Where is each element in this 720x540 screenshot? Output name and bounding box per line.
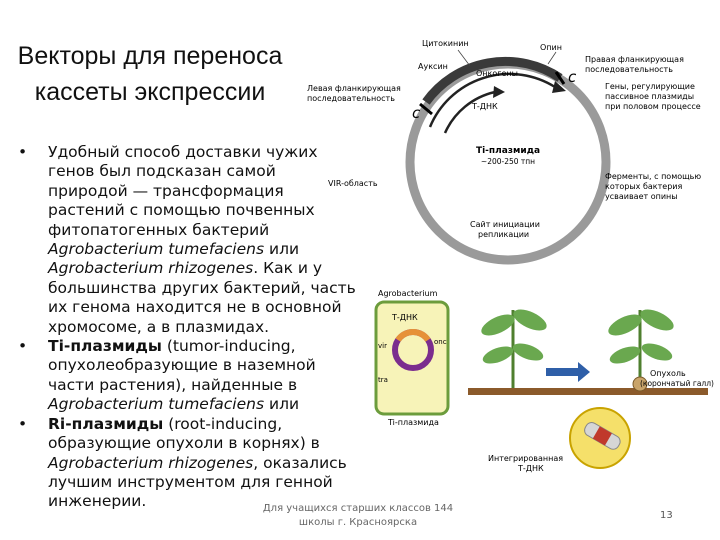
- tick-left: [419, 102, 433, 116]
- bullet-1: • Удобный способ доставки чужих генов бы…: [14, 143, 364, 337]
- label-right-flank-2: последовательность: [585, 65, 673, 74]
- bullet-1-line: их генома находится не в основной: [48, 298, 342, 317]
- label-enzymes-2: которых бактерия: [605, 182, 682, 191]
- bullet-1-line: генов был подсказан самой: [48, 162, 276, 181]
- label-ti-size: ~200-250 тпн: [481, 157, 535, 166]
- right-border-c: c: [568, 68, 577, 86]
- arc-arrow-outer: [428, 72, 556, 128]
- label-integrated-2: Т-ДНК: [517, 464, 544, 473]
- bullet-2-line: опухолеобразующие в наземной: [48, 356, 316, 375]
- tdna-segment: [395, 329, 431, 342]
- label-agrobacterium: Agrobacterium: [378, 289, 438, 298]
- label-tumor-2: (корончатый галл): [640, 379, 714, 388]
- bullet-3-line: Agrobacterium rhizogenes, оказались: [48, 453, 347, 472]
- label-cell-vir: vir: [378, 342, 387, 350]
- left-border-c: c: [412, 104, 421, 122]
- bullet-3: • Ri-плазмиды (root-inducing, образующие…: [14, 415, 364, 512]
- plant-1-leaf: [512, 343, 544, 361]
- soil-line: [468, 388, 708, 395]
- label-ti-name: Ti-плазмида: [476, 146, 540, 156]
- label-cell-tra: tra: [378, 376, 388, 384]
- bullet-2-line: части растения), найденные в: [48, 375, 298, 394]
- plant-2-leaf: [640, 309, 674, 331]
- bullet-2-line: Ti-плазмиды (tumor-inducing,: [48, 337, 296, 356]
- arc-arrow-inner-head: [493, 86, 505, 98]
- slide-title: Векторы для переноса кассеты экспрессии: [0, 38, 300, 110]
- bullet-3-line: лучшим инструментом для генной: [48, 472, 333, 491]
- bullet-1-line: большинства других бактерий, часть: [48, 278, 356, 297]
- ti-plasmid-diagram: c c Цитокинин Опин Ауксин Онкогены Права…: [307, 39, 701, 265]
- bullet-1-line: растений с помощью почвенных: [48, 201, 315, 220]
- species-name: Agrobacterium rhizogenes: [48, 259, 254, 278]
- label-cell-tdna: Т-ДНК: [391, 313, 418, 322]
- bullet-1-species-line: Agrobacterium rhizogenes. Как и у: [48, 259, 323, 278]
- integrated-tdna-segment: [592, 426, 612, 446]
- transfer-arrow: [546, 362, 590, 382]
- leader-opin: [547, 51, 557, 65]
- term-ti-plasmids: Ti-плазмиды: [48, 337, 162, 356]
- species-name: Agrobacterium tumefaciens: [48, 395, 265, 414]
- bullet-1-line: фитопатогенных бактерий: [48, 220, 270, 239]
- plant-2-leaf: [609, 346, 641, 364]
- label-vir: VIR-область: [328, 179, 378, 188]
- bullet-1-line: природой — трансформация: [48, 181, 284, 200]
- species-name: Agrobacterium rhizogenes: [48, 453, 254, 472]
- bullet-dot: •: [18, 414, 28, 433]
- plant-1-leaf: [481, 314, 515, 336]
- page-number: 13: [660, 510, 673, 521]
- label-genes-reg-1: Гены, регулирующие: [605, 82, 695, 91]
- plant-1-leaf: [482, 346, 514, 364]
- label-ori-2: репликации: [478, 230, 529, 239]
- footer-line-1: Для учащихся старших классов 144: [262, 503, 454, 514]
- label-cell-ti: Ti-плазмида: [387, 418, 439, 427]
- bullet-dot: •: [18, 337, 28, 356]
- plant-2-leaf: [641, 343, 673, 361]
- label-cell-onc: onc: [434, 338, 447, 346]
- bullet-2-line: Agrobacterium tumefaciens или: [48, 395, 300, 414]
- leader-cytokinin: [457, 49, 471, 67]
- bullet-2: • Ti-плазмиды (tumor-inducing, опухолеоб…: [14, 337, 364, 415]
- label-genes-reg-2: пассивное плазмиды: [605, 92, 694, 101]
- slide-footer: Для учащихся старших классов 144 школы г…: [258, 502, 458, 530]
- plant-2-leaf: [608, 314, 642, 336]
- label-enzymes-1: Ферменты, с помощью: [605, 172, 701, 181]
- label-ori-1: Сайт инициации: [470, 220, 540, 229]
- plant-1-leaf: [513, 309, 547, 331]
- bacterium-cell: [374, 300, 450, 416]
- label-opin: Опин: [540, 43, 562, 52]
- bullet-dot: •: [18, 143, 28, 161]
- arc-arrow-outer-head: [552, 81, 566, 93]
- bullet-1-species-line: Agrobacterium tumefaciens или: [48, 240, 300, 259]
- term-ri-plasmids: Ri-плазмиды: [48, 414, 164, 433]
- species-name: Agrobacterium tumefaciens: [48, 240, 265, 259]
- label-cytokinin: Цитокинин: [422, 39, 469, 48]
- label-tdna: Т-ДНК: [471, 102, 498, 111]
- label-right-flank-1: Правая фланкирующая: [585, 55, 684, 64]
- label-tumor-1: Опухоль: [650, 369, 686, 378]
- label-oncogenes: Онкогены: [476, 69, 518, 78]
- bullet-3-line: инженерии.: [48, 492, 147, 511]
- label-auxin: Ауксин: [418, 62, 448, 71]
- tumor-gall: [632, 376, 648, 392]
- infection-diagram: Agrobacterium Т-ДНК vir onc tra Ti-плазм…: [374, 289, 714, 473]
- title-line-2: кассеты экспрессии: [34, 78, 266, 106]
- label-enzymes-3: усваивает опины: [605, 192, 678, 201]
- tdna-arc: [422, 56, 563, 105]
- footer-line-2: школы г. Красноярска: [298, 517, 418, 528]
- bullet-3-line: образующие опухоли в корнях) в: [48, 434, 320, 453]
- tick-right: [554, 71, 566, 85]
- bullet-3-line: Ri-плазмиды (root-inducing,: [48, 414, 283, 433]
- label-left-flank-1: Левая фланкирующая: [307, 84, 401, 93]
- label-integrated-1: Интегрированная: [488, 454, 563, 463]
- title-line-1: Векторы для переноса: [17, 42, 283, 70]
- label-genes-reg-3: при половом процессе: [605, 102, 701, 111]
- bullet-1-line: Удобный способ доставки чужих: [48, 143, 318, 161]
- arc-arrow-inner: [443, 90, 496, 134]
- bullet-1-line: хромосоме, а в плазмидах.: [48, 317, 270, 336]
- label-left-flank-2: последовательность: [307, 94, 395, 103]
- bullet-list: • Удобный способ доставки чужих генов бы…: [14, 143, 364, 512]
